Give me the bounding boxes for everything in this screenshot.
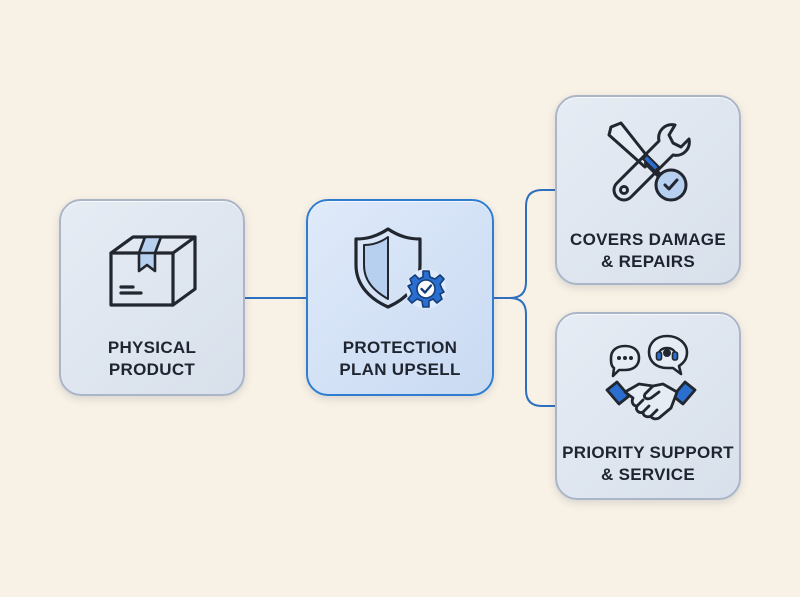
node-label: COVERS DAMAGE & REPAIRS: [570, 230, 726, 271]
handshake-support-icon: [605, 334, 697, 421]
node-physical-product: PHYSICAL PRODUCT: [59, 199, 245, 396]
node-label: PROTECTION PLAN UPSELL: [339, 338, 461, 379]
shield-gear-check-icon: [354, 227, 446, 309]
node-priority-support-service: PRIORITY SUPPORT & SERVICE: [555, 312, 741, 500]
wrench-screwdriver-icon: [607, 121, 691, 202]
node-protection-plan-upsell: PROTECTION PLAN UPSELL: [306, 199, 494, 396]
node-label: PHYSICAL PRODUCT: [107, 338, 197, 379]
node-covers-damage-repairs: COVERS DAMAGE & REPAIRS: [555, 95, 741, 285]
connector-plan-to-branches: [494, 189, 555, 407]
node-label: PRIORITY SUPPORT & SERVICE: [562, 443, 734, 484]
package-box-icon: [109, 235, 197, 307]
